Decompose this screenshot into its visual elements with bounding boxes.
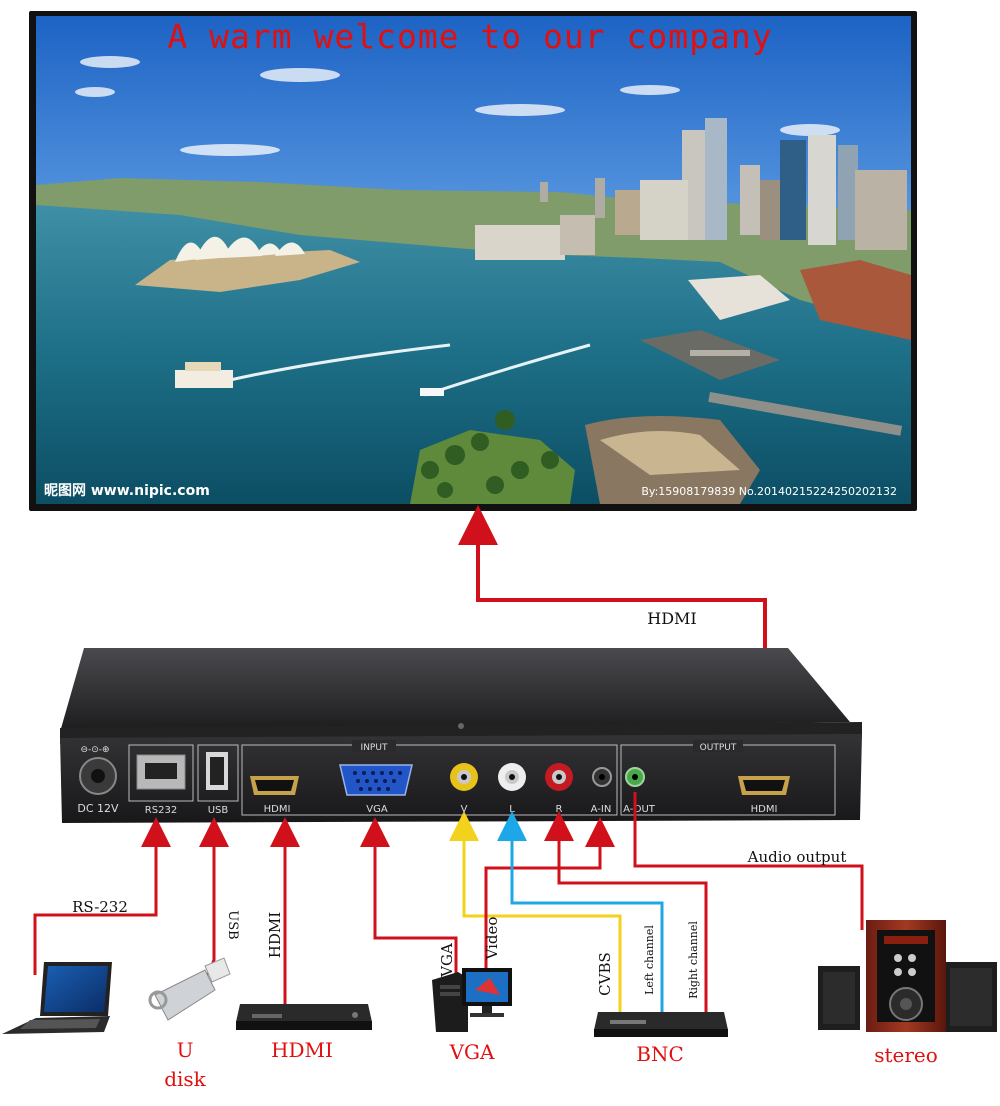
speedboat-image [420, 388, 444, 396]
ferry-image [175, 362, 233, 388]
dc-power-label: DC 12V [77, 802, 119, 815]
hdmi-input-cable-label: HDMI [266, 912, 284, 958]
input-group-label: INPUT [361, 743, 388, 753]
audio-in-jack[interactable]: A-IN [591, 767, 612, 815]
opera-house-image [175, 236, 305, 262]
vga-label: VGA [366, 804, 388, 815]
vga-port[interactable]: VGA [339, 764, 413, 815]
vga-cable-label: VGA [438, 943, 456, 978]
audio-left-label: L [509, 804, 515, 815]
left-channel-cable [497, 811, 664, 1030]
audio-out-jack[interactable]: A-OUT [623, 767, 656, 815]
audio-in-label: A-IN [591, 804, 612, 815]
hdmi-player-image [236, 1004, 372, 1030]
video-label: V [461, 804, 468, 815]
bnc-source-label: BNC [636, 1042, 684, 1066]
rca-video-port[interactable]: V [450, 763, 478, 815]
rs232-cable-label: RS-232 [72, 898, 128, 916]
palm-trees-image [421, 410, 559, 498]
laptop-image [2, 962, 112, 1034]
usb-label: USB [208, 805, 229, 816]
screen-headline: A warm welcome to our company [167, 17, 772, 56]
watermark-right: By:15908179839 No.20140215224250202132 [641, 485, 897, 498]
vga-cable: VGA [360, 817, 458, 1000]
video-cable [449, 811, 622, 1030]
media-player-box: ⊖-⊙-⊕ DC 12V RS232 USB INPUT HDMI [60, 648, 862, 823]
right-channel-label: Right channel [687, 921, 700, 999]
clouds-image [75, 56, 840, 156]
usb-port[interactable]: USB [197, 744, 239, 816]
rs232-label: RS232 [145, 805, 177, 816]
city-skyline-image [475, 118, 911, 380]
hdmi-input-label: HDMI [264, 804, 291, 815]
rs232-port[interactable]: RS232 [128, 744, 194, 816]
rs232-cable: RS-232 [33, 817, 171, 975]
u-disk-label-line1: U [177, 1038, 194, 1062]
hdmi-output-port-label: HDMI [751, 804, 778, 815]
output-group-label: OUTPUT [700, 743, 737, 753]
usb-cable: USB [199, 817, 240, 976]
stereo-source-label: stereo [874, 1043, 938, 1067]
hdmi-source-label: HDMI [271, 1038, 333, 1062]
stereo-speakers-image [818, 920, 997, 1032]
usb-cable-label: USB [225, 910, 240, 939]
watermark-left: 昵图网 www.nipic.com [44, 483, 210, 499]
left-channel-label: Left channel [643, 925, 656, 995]
hdmi-input-port[interactable]: HDMI [250, 776, 299, 815]
svg-text:⊖-⊙-⊕: ⊖-⊙-⊕ [80, 745, 109, 755]
rca-audio-left-port[interactable]: L [498, 763, 526, 815]
dc-power-port[interactable]: ⊖-⊙-⊕ DC 12V [77, 745, 119, 815]
audio-output-label: Audio output [747, 848, 847, 866]
rca-audio-right-port[interactable]: R [545, 763, 573, 815]
tv-display: A warm welcome to our company 昵图网 www.ni… [29, 11, 917, 511]
bnc-player-image [594, 1012, 728, 1037]
vga-source-label: VGA [449, 1040, 495, 1064]
pc-image [432, 968, 512, 1032]
cvbs-label: CVBS [596, 952, 614, 996]
video-monitor-cable: Video [483, 817, 615, 995]
u-disk-label-line2: disk [164, 1067, 206, 1091]
right-channel-cable [544, 811, 708, 1030]
hdmi-input-cable: HDMI [266, 817, 300, 1018]
usb-stick-image [148, 957, 231, 1021]
audio-right-label: R [556, 804, 563, 815]
hdmi-output-label: HDMI [647, 609, 696, 628]
input-group-frame [241, 744, 618, 816]
hdmi-output-port[interactable]: HDMI [738, 776, 790, 815]
audio-output-cable: Audio output [633, 792, 864, 930]
audio-out-label: A-OUT [623, 804, 656, 815]
video-cable-label: Video [483, 917, 501, 961]
